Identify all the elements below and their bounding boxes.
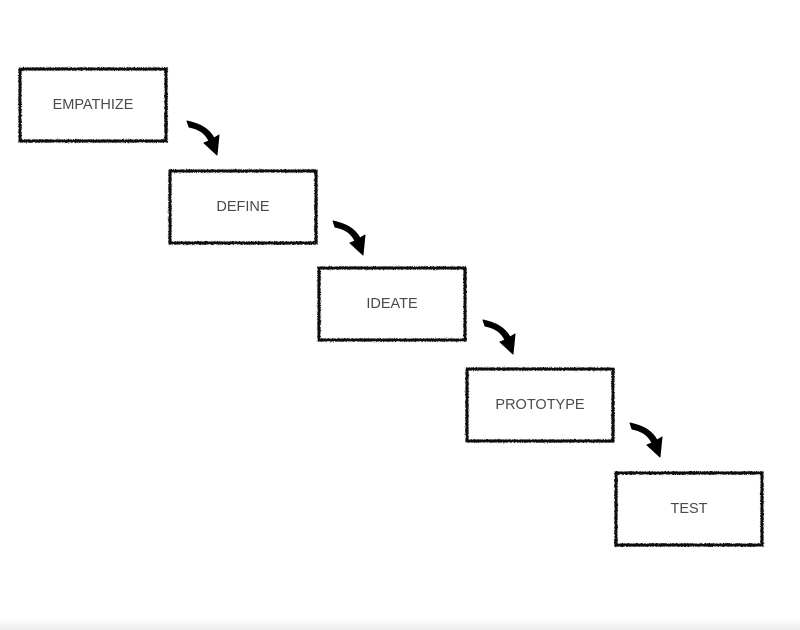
curved-arrow-down-right-icon — [186, 120, 220, 156]
step-box-border — [168, 169, 318, 245]
step-box-border — [614, 471, 764, 547]
step-label-test: TEST — [670, 501, 707, 517]
step-box-border — [18, 67, 168, 143]
step-box-define: DEFINE — [168, 169, 318, 245]
step-box-ideate: IDEATE — [317, 266, 467, 342]
step-label-define: DEFINE — [216, 199, 270, 215]
step-box-border — [317, 266, 467, 342]
step-label-prototype: PROTOTYPE — [495, 397, 584, 413]
step-box-border — [465, 367, 615, 443]
step-box-empathize: EMPATHIZE — [18, 67, 168, 143]
curved-arrow-down-right-icon — [482, 319, 516, 355]
bottom-edge-shadow — [0, 618, 800, 630]
step-box-prototype: PROTOTYPE — [465, 367, 615, 443]
curved-arrow-down-right-icon — [332, 220, 366, 256]
step-box-test: TEST — [614, 471, 764, 547]
step-label-empathize: EMPATHIZE — [53, 97, 134, 113]
step-label-ideate: IDEATE — [366, 296, 418, 312]
curved-arrow-down-right-icon — [629, 422, 663, 458]
